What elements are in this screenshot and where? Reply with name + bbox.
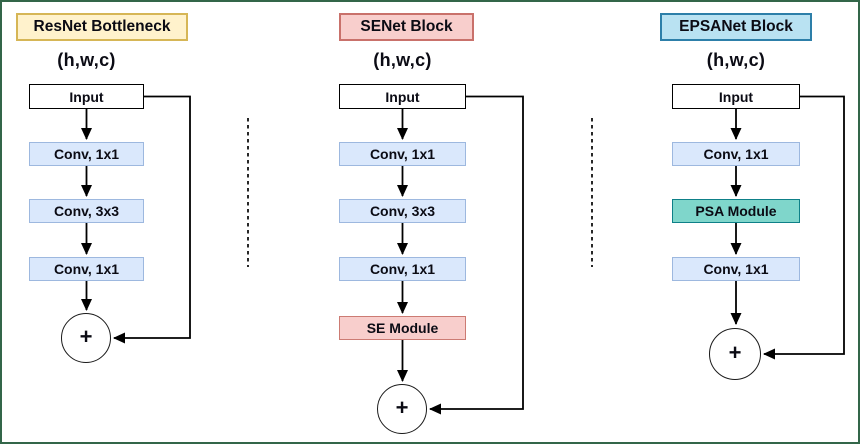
- epsanet-conv1x1-a-node: Conv, 1x1: [672, 142, 800, 166]
- epsanet-tensor-shape-label: (h,w,c): [706, 49, 766, 70]
- resnet-input-node: Input: [29, 84, 144, 109]
- resnet-conv1x1-a-node: Conv, 1x1: [29, 142, 144, 166]
- resnet-add-junction: +: [61, 313, 111, 363]
- skip-connection-epsanet: [763, 95, 845, 360]
- senet-input-node: Input: [339, 84, 466, 109]
- resnet-conv1x1-b-node: Conv, 1x1: [29, 257, 144, 281]
- epsanet-input-node: Input: [672, 84, 800, 109]
- resnet-conv3x3-node: Conv, 3x3: [29, 199, 144, 223]
- skip-connection-senet: [429, 95, 524, 415]
- epsanet-conv1x1-b-node: Conv, 1x1: [672, 257, 800, 281]
- senet-conv1x1-b-node: Conv, 1x1: [339, 257, 466, 281]
- senet-conv1x1-a-node: Conv, 1x1: [339, 142, 466, 166]
- senet-conv3x3-node: Conv, 3x3: [339, 199, 466, 223]
- resnet-title-badge: ResNet Bottleneck: [16, 13, 188, 41]
- senet-title-badge: SENet Block: [339, 13, 474, 41]
- epsanet-add-junction: +: [709, 328, 761, 380]
- epsanet-psa-module-node: PSA Module: [672, 199, 800, 223]
- epsanet-title-badge: EPSANet Block: [660, 13, 812, 41]
- skip-connection-resnet: [113, 95, 191, 344]
- senet-se-module-node: SE Module: [339, 316, 466, 340]
- resnet-tensor-shape-label: (h,w,c): [57, 49, 116, 70]
- senet-add-junction: +: [377, 384, 427, 434]
- senet-tensor-shape-label: (h,w,c): [373, 49, 432, 70]
